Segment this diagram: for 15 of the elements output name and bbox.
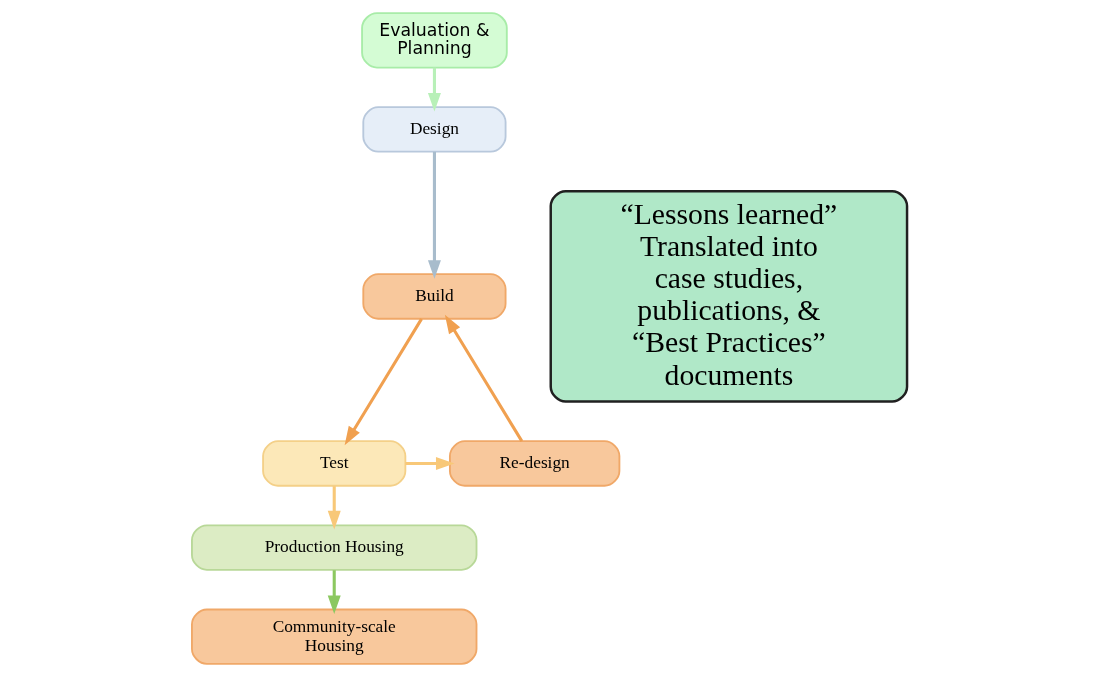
node-box: Re-design	[449, 440, 621, 487]
node-box: Production Housing	[191, 524, 478, 571]
node-box: “Lessons learned” Translated into case studies, publications, & “Best Practices” documents	[549, 190, 909, 403]
node-box: Design	[362, 106, 507, 153]
node-box: Test	[262, 440, 407, 487]
arrow	[327, 570, 341, 614]
arrow	[427, 67, 441, 112]
node-box: Build	[362, 273, 507, 320]
node-box: Community-scale Housing	[191, 608, 478, 665]
arrow	[405, 456, 455, 470]
arrow	[444, 314, 524, 442]
node-box: Evaluation & Planning	[361, 12, 508, 69]
arrow	[344, 318, 423, 446]
arrow	[427, 151, 441, 279]
arrow	[327, 486, 341, 530]
